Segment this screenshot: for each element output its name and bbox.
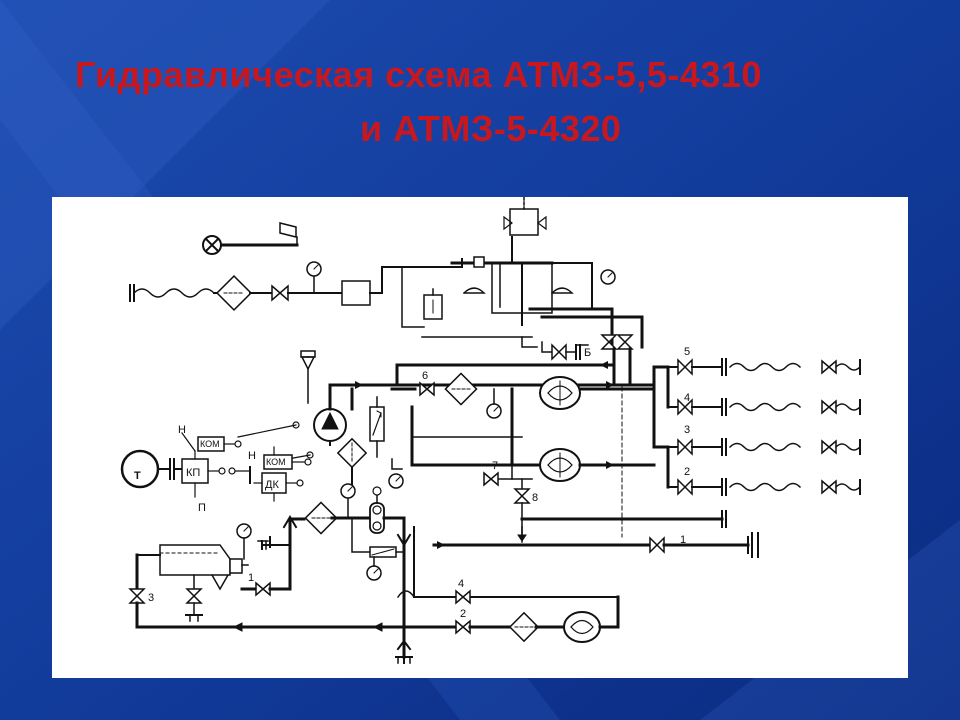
ii-label: П bbox=[198, 502, 206, 514]
hose-outlet-row bbox=[677, 478, 862, 496]
upper-control-block bbox=[381, 197, 644, 387]
hose-outlet-row bbox=[677, 398, 862, 416]
valve-number-3: 3 bbox=[148, 592, 154, 604]
valve-number-2b: 2 bbox=[684, 466, 690, 478]
valve-number-5: 5 bbox=[684, 346, 690, 358]
device-b-label: Б bbox=[584, 347, 591, 359]
dk-label: ДК bbox=[265, 479, 279, 491]
valve-number-7: 7 bbox=[492, 460, 498, 472]
top-supply-line bbox=[202, 222, 299, 255]
scheme-drawing: T КП ДК КОМ КОМ Н Н П Б 1 2 3 4 5 6 7 8 … bbox=[120, 197, 862, 664]
h-left-label: Н bbox=[178, 424, 186, 436]
valve-number-4: 4 bbox=[458, 578, 464, 590]
slide-title-line2: и АТМЗ-5-4320 bbox=[360, 108, 622, 149]
lower-circuit bbox=[128, 483, 620, 664]
hose-outlet-row bbox=[677, 438, 862, 456]
hydraulic-scheme: T КП ДК КОМ КОМ Н Н П Б 1 2 3 4 5 6 7 8 … bbox=[52, 197, 908, 678]
valve-number-3b: 3 bbox=[684, 424, 690, 436]
valve-number-6: 6 bbox=[422, 370, 428, 382]
valve-number-1: 1 bbox=[680, 534, 686, 546]
kom-mid-label: КОМ bbox=[266, 457, 286, 467]
pump-block bbox=[237, 350, 404, 489]
h-mid-label: Н bbox=[248, 450, 256, 462]
hose-outlet-row bbox=[677, 358, 862, 376]
left-hose-line bbox=[129, 261, 383, 312]
valve-number-1b: 1 bbox=[248, 572, 254, 584]
valve-number-2: 2 bbox=[460, 608, 466, 620]
flow-arrows bbox=[355, 361, 614, 549]
scheme-texts: T КП ДК КОМ КОМ Н Н П Б 1 2 3 4 5 6 7 8 … bbox=[134, 346, 690, 620]
valve-number-8: 8 bbox=[532, 492, 538, 504]
drive-block bbox=[120, 432, 312, 502]
slide-title-line1: Гидравлическая схема АТМЗ-5,5-4310 bbox=[75, 54, 762, 95]
right-distribution bbox=[432, 358, 862, 558]
main-pressure-line bbox=[350, 363, 670, 449]
kom-top-label: КОМ bbox=[200, 439, 220, 449]
cp-label: КП bbox=[186, 467, 200, 479]
tank-label: T bbox=[134, 470, 141, 482]
valve-number-4b: 4 bbox=[684, 392, 690, 404]
